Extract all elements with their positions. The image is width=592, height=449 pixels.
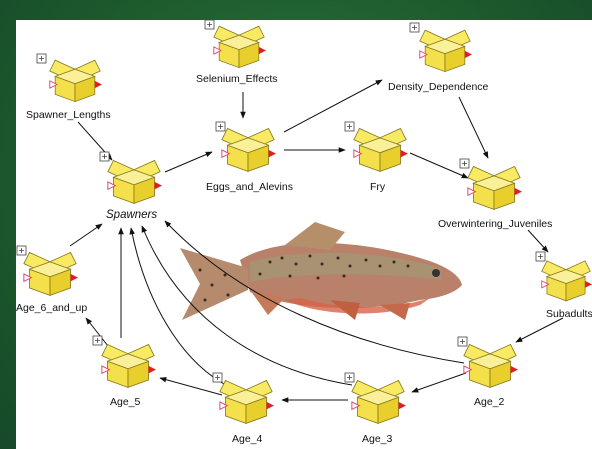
- node-eggs-and-alevins[interactable]: Eggs_and_Alevins: [206, 122, 293, 193]
- node-label: Fry: [370, 181, 386, 193]
- node-label: Age_5: [110, 396, 141, 408]
- node-box-icon: [222, 128, 276, 171]
- node-label: Overwintering_Juveniles: [438, 218, 552, 230]
- node-box-icon: [542, 261, 592, 301]
- node-subadults[interactable]: Subadults: [536, 252, 592, 320]
- node-box-icon: [464, 344, 518, 387]
- edge-density-to-overwintering: [459, 97, 488, 158]
- node-age-5[interactable]: Age_5: [93, 336, 156, 408]
- node-label: Subadults: [546, 308, 592, 320]
- node-label: Spawner_Lengths: [26, 109, 111, 121]
- node-spawners[interactable]: Spawners: [100, 152, 162, 221]
- node-label: Age_2: [474, 396, 505, 408]
- node-fry[interactable]: Fry: [345, 122, 408, 193]
- edge-age6-to-spawners: [70, 224, 102, 246]
- node-box-icon: [24, 252, 78, 295]
- node-age-6-and-up[interactable]: Age_6_and_up: [16, 246, 87, 314]
- node-label: Selenium_Effects: [196, 73, 278, 85]
- node-label: Age_4: [232, 433, 263, 445]
- node-box-icon: [220, 380, 274, 423]
- edge-fry-to-overwintering: [410, 153, 468, 178]
- edge-subadults-to-age2: [516, 318, 563, 342]
- node-box-icon: [354, 128, 408, 171]
- edge-spawners-to-eggs: [165, 152, 212, 172]
- node-label: Density_Dependence: [388, 81, 489, 93]
- node-box-icon: [468, 166, 522, 209]
- node-box-icon: [102, 344, 156, 387]
- node-overwintering-juveniles[interactable]: Overwintering_Juveniles: [438, 159, 552, 230]
- node-box-icon: [108, 160, 162, 203]
- edge-eggs-to-density: [284, 80, 382, 132]
- node-age-4[interactable]: Age_4: [213, 373, 274, 445]
- edge-age2-to-age3: [412, 373, 466, 392]
- node-label: Age_6_and_up: [16, 302, 87, 314]
- node-age-3[interactable]: Age_3: [345, 373, 406, 445]
- node-label: Spawners: [106, 209, 157, 221]
- node-box-icon: [50, 60, 102, 101]
- node-age-2[interactable]: Age_2: [458, 337, 518, 408]
- node-box-icon: [352, 380, 406, 423]
- node-box-icon: [420, 30, 472, 71]
- node-density-dependence[interactable]: Density_Dependence: [388, 23, 489, 93]
- node-spawner-lengths[interactable]: Spawner_Lengths: [26, 54, 111, 121]
- edge-overwintering-to-subadults: [528, 230, 548, 252]
- node-label: Age_3: [362, 433, 393, 445]
- node-box-icon: [214, 26, 266, 67]
- node-label: Eggs_and_Alevins: [206, 181, 293, 193]
- node-selenium-effects[interactable]: Selenium_Effects: [196, 20, 278, 85]
